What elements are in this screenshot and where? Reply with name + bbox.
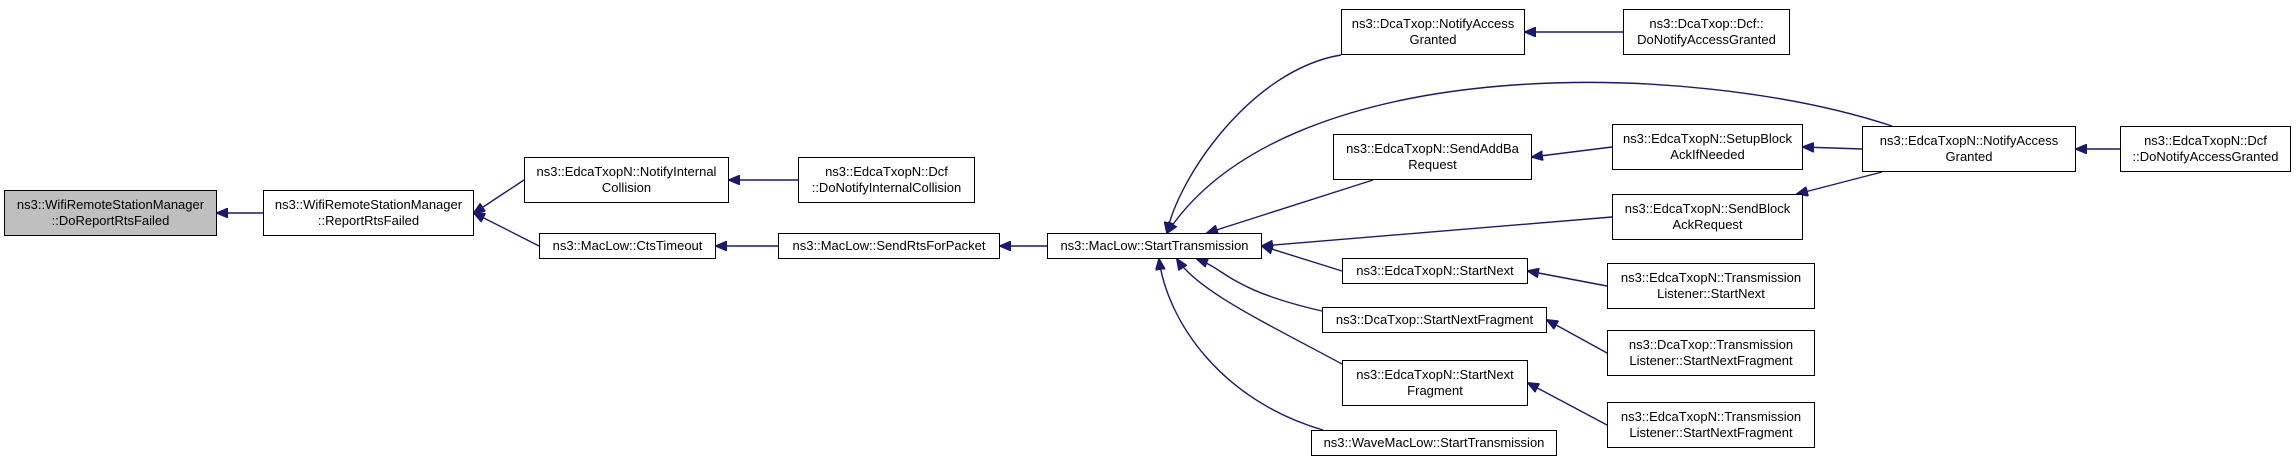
node-label-line: ns3::WifiRemoteStationManager [16,197,205,212]
node-label-line: ns3::EdcaTxopN::StartNext [1356,263,1514,278]
node-label-line: ns3::WifiRemoteStationManager [274,197,463,212]
graph-node-cts[interactable]: ns3::MacLow::CtsTimeout [539,233,716,259]
edge-sn-to-st [1262,246,1343,272]
edge-enag-to-sbai [1803,147,1863,149]
node-label-line: ns3::WaveMacLow::StartTransmission [1323,435,1545,450]
graph-node-ednag[interactable]: ns3::EdcaTxopN::Dcf::DoNotifyAccessGrant… [2120,126,2291,172]
node-label-line: ns3::MacLow::SendRtsForPacket [792,238,986,253]
graph-node-wst[interactable]: ns3::WaveMacLow::StartTransmission [1311,430,1557,456]
graph-node-dtdnag[interactable]: ns3::DcaTxop::Dcf::DoNotifyAccessGranted [1623,9,1790,55]
node-label-line: Granted [1945,149,1993,164]
node-label-line: ::DoNotifyAccessGranted [2132,149,2279,164]
node-label-line: Collision [601,180,652,195]
edge-enag-to-st [1167,81,1893,233]
edge-sab-to-st [1207,179,1374,233]
node-label-line: ns3::EdcaTxopN::Dcf [825,164,948,179]
node-label-line: ns3::EdcaTxopN::StartNext [1356,367,1514,382]
edge-esnf-to-st [1177,259,1343,365]
edge-sbai-to-sab [1532,146,1613,157]
node-label-line: ns3::EdcaTxopN::NotifyAccess [1879,133,2059,148]
edge-dtnag-to-st [1167,54,1342,233]
edge-etlsnf-to-esnf [1528,383,1608,426]
node-label-line: ::DoReportRtsFailed [51,213,170,228]
graph-node-dsnf[interactable]: ns3::DcaTxop::StartNextFragment [1322,307,1547,333]
node-label-line: Fragment [1407,383,1463,398]
node-label-line: ns3::MacLow::CtsTimeout [552,238,703,253]
node-label-line: Listener::StartNextFragment [1629,425,1793,440]
node-label-line: ::ReportRtsFailed [317,213,420,228]
graph-node-sn[interactable]: ns3::EdcaTxopN::StartNext [1342,258,1528,284]
node-label-line: ns3::EdcaTxopN::SendAddBa [1346,141,1519,156]
node-label-line: ns3::DcaTxop::Dcf:: [1649,16,1764,31]
node-label-line: ns3::DcaTxop::NotifyAccess [1351,16,1515,31]
graph-node-srts[interactable]: ns3::MacLow::SendRtsForPacket [778,233,1000,259]
node-label-line: Request [1408,157,1457,172]
edge-dsnf-to-st [1197,259,1323,312]
node-label-line: ns3::EdcaTxopN::NotifyInternal [536,164,717,179]
node-label-line: Listener::StartNext [1657,286,1765,301]
graph-node-root: ns3::WifiRemoteStationManager::DoReportR… [4,190,217,236]
node-label-line: ns3::EdcaTxopN::Transmission [1620,270,1802,285]
edge-enag-to-sbar [1797,171,1883,194]
node-label-line: ns3::EdcaTxopN::SetupBlock [1622,131,1793,146]
graph-node-dnic[interactable]: ns3::EdcaTxopN::Dcf::DoNotifyInternalCol… [798,157,975,203]
node-label-line: ::DoNotifyInternalCollision [811,180,962,195]
node-label-line: DoNotifyAccessGranted [1637,32,1776,47]
node-label-line: ns3::DcaTxop::StartNextFragment [1335,312,1534,327]
node-label-line: Granted [1409,32,1457,47]
edge-cts-to-rrf [474,213,540,247]
node-label-line: AckIfNeeded [1670,147,1745,162]
node-label-line: ns3::EdcaTxopN::Dcf [2144,133,2267,148]
node-label-line: ns3::EdcaTxopN::SendBlock [1624,201,1791,216]
node-label-line: ns3::MacLow::StartTransmission [1060,238,1249,253]
edge-tlsn-to-sn [1528,271,1608,287]
edge-wst-to-st [1159,259,1324,431]
node-label-line: Listener::StartNextFragment [1629,353,1793,368]
edge-nic-to-rrf [474,179,525,213]
node-label-line: ns3::EdcaTxopN::Transmission [1620,409,1802,424]
edge-sbar-to-st [1262,216,1613,246]
edge-dtlsnf-to-dsnf [1547,320,1608,354]
node-label-line: ns3::DcaTxop::Transmission [1628,337,1794,352]
graph-node-rrf[interactable]: ns3::WifiRemoteStationManager::ReportRts… [263,190,474,236]
node-label-line: AckRequest [1672,217,1743,232]
graph-node-st[interactable]: ns3::MacLow::StartTransmission [1047,233,1262,259]
